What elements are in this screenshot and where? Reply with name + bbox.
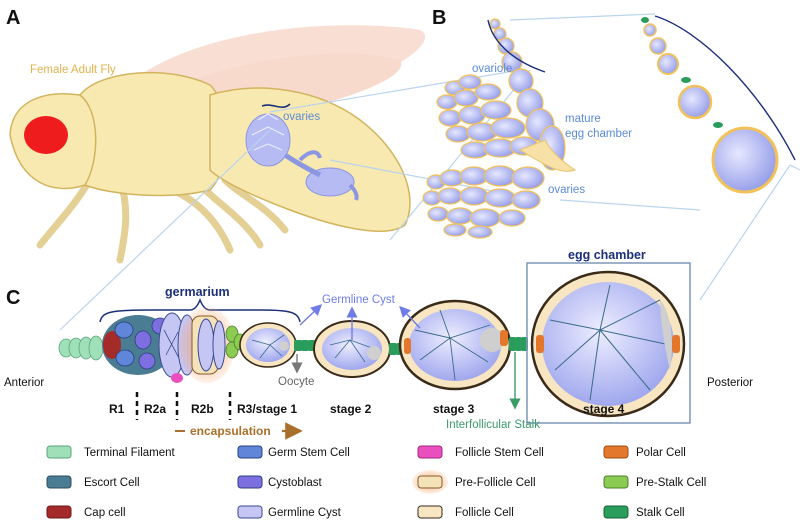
legend-follicle-stem-cell: Follicle Stem Cell bbox=[455, 447, 544, 459]
oviduct bbox=[518, 139, 577, 172]
fly-label: Female Adult Fly bbox=[30, 64, 116, 76]
b-ovariole-label: ovariole bbox=[472, 63, 512, 75]
swatch-pre-follicle-cell bbox=[417, 475, 443, 489]
swatch-cystoblast bbox=[237, 475, 263, 489]
stalk-3 bbox=[509, 337, 528, 351]
region-r2a: R2a bbox=[144, 402, 166, 416]
swatch-stalk-cell bbox=[603, 505, 629, 519]
region-r1: R1 bbox=[109, 402, 125, 416]
swatch-follicle-stem-cell bbox=[417, 445, 443, 459]
germarium-label: germarium bbox=[165, 285, 230, 299]
swatch-cap-cell bbox=[46, 505, 72, 519]
legend-pre-follicle-cell: Pre-Follicle Cell bbox=[455, 477, 536, 489]
legend-stalk-cell: Stalk Cell bbox=[636, 507, 685, 519]
legend-polar-cell: Polar Cell bbox=[636, 447, 686, 459]
b-mature-label-1: mature bbox=[565, 113, 601, 125]
stage3-chamber bbox=[398, 299, 512, 391]
region-r2b: R2b bbox=[191, 402, 214, 416]
upper-ovary bbox=[436, 74, 539, 159]
interfollicular-label: Interfollicular Stalk bbox=[446, 419, 540, 431]
region-stage2: stage 2 bbox=[330, 402, 372, 416]
swatch-germline-cyst bbox=[237, 505, 263, 519]
panel-c-label: C bbox=[6, 287, 20, 309]
swatch-pre-stalk-cell bbox=[603, 475, 629, 489]
germline-cyst-label: Germline Cyst bbox=[322, 294, 396, 306]
panel-a: A bbox=[6, 7, 426, 264]
ovariole-brace bbox=[487, 19, 546, 73]
ovariole-zoom-brace bbox=[654, 15, 796, 161]
legend-terminal-filament: Terminal Filament bbox=[84, 447, 176, 459]
panel-b-label: B bbox=[432, 7, 446, 29]
a-ovaries-label: ovaries bbox=[283, 111, 320, 123]
legend-pre-stalk-cell: Pre-Stalk Cell bbox=[636, 477, 706, 489]
terminal-filament bbox=[58, 335, 104, 361]
panel-c: C germarium bbox=[4, 248, 753, 440]
ovariole-zoom bbox=[641, 17, 779, 194]
fly-eye bbox=[24, 116, 68, 154]
encapsulation-label: encapsulation bbox=[190, 424, 271, 438]
egg-chamber-label: egg chamber bbox=[568, 248, 646, 262]
germarium-r1 bbox=[102, 315, 174, 375]
fly-ovaries bbox=[245, 103, 359, 201]
swatch-terminal-filament bbox=[46, 445, 72, 459]
legend-germline-cyst: Germline Cyst bbox=[268, 507, 342, 519]
swatch-polar-cell bbox=[603, 445, 629, 459]
stage1-chamber bbox=[239, 322, 297, 368]
anterior-label: Anterior bbox=[4, 377, 44, 389]
posterior-label: Posterior bbox=[707, 377, 753, 389]
germarium-brace bbox=[99, 297, 301, 323]
swatch-escort-cell bbox=[46, 475, 72, 489]
legend-follicle-cell: Follicle Cell bbox=[455, 507, 514, 519]
legend-germ-stem-cell: Germ Stem Cell bbox=[268, 447, 350, 459]
stage4-chamber bbox=[530, 270, 686, 418]
legend-cap-cell: Cap cell bbox=[84, 507, 126, 519]
legend-cystoblast: Cystoblast bbox=[268, 477, 322, 489]
region-dividers bbox=[135, 392, 232, 420]
lower-ovary bbox=[422, 165, 545, 239]
swatch-germ-stem-cell bbox=[237, 445, 263, 459]
stage2-chamber bbox=[313, 320, 391, 378]
egg-chamber-box bbox=[526, 262, 691, 424]
stalk-1 bbox=[294, 340, 316, 351]
germarium-r2b bbox=[191, 315, 226, 375]
panel-a-label: A bbox=[6, 7, 20, 29]
region-stage3: stage 3 bbox=[433, 402, 475, 416]
b-ovaries-label: ovaries bbox=[548, 184, 585, 196]
region-stage4: stage 4 bbox=[583, 402, 625, 416]
oocyte-label: Oocyte bbox=[278, 376, 314, 388]
swatch-follicle-cell bbox=[417, 505, 443, 519]
panel-b: B bbox=[422, 7, 796, 239]
legend: Terminal Filament Escort Cell Cap cell G… bbox=[46, 445, 706, 519]
germline-cyst-arrows bbox=[299, 304, 421, 340]
region-r3-stage1: R3/stage 1 bbox=[237, 402, 297, 416]
b-mature-label-2: egg chamber bbox=[565, 128, 632, 140]
legend-escort-cell: Escort Cell bbox=[84, 477, 140, 489]
